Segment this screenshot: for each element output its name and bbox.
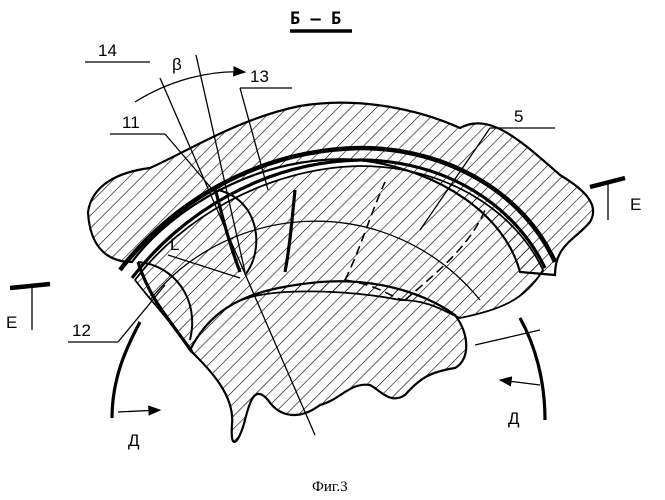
label-d-left: Д xyxy=(128,431,140,450)
figure-caption: Фиг.3 xyxy=(312,479,348,495)
label-L: L xyxy=(170,235,179,254)
section-mark-e-left-bar xyxy=(10,284,50,288)
label-5: 5 xyxy=(514,107,523,126)
angle-beta-arc xyxy=(135,72,245,102)
leader-12-to-blade xyxy=(118,285,165,342)
label-d-right: Д xyxy=(508,409,520,428)
section-arrow-d-left xyxy=(118,410,160,412)
label-11: 11 xyxy=(122,113,140,132)
label-13: 13 xyxy=(250,67,269,86)
label-beta: β xyxy=(172,55,182,74)
label-14: 14 xyxy=(98,41,117,60)
label-e-right: Е xyxy=(630,195,641,214)
label-12: 12 xyxy=(72,321,91,340)
section-arc-d-left xyxy=(112,322,140,418)
hub-body xyxy=(190,281,466,442)
section-arrow-d-right xyxy=(500,380,540,385)
label-e-left: Е xyxy=(6,313,17,332)
section-title: Б – Б xyxy=(290,9,341,29)
